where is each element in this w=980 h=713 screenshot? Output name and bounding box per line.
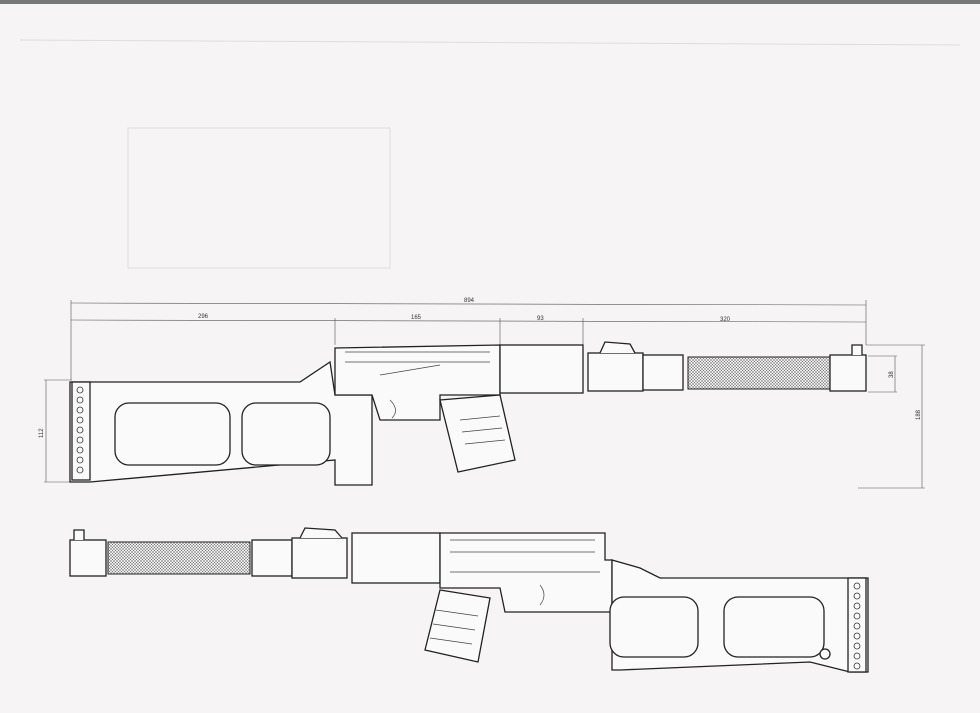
rifle-left-side-view (69, 341, 867, 486)
scan-top-edge (0, 0, 980, 4)
suppressor-collar (251, 539, 293, 577)
rear-sight-mount (299, 527, 343, 539)
dim-overall-height: 188 (916, 409, 922, 420)
buttplate (847, 577, 867, 673)
dimension-lines (44, 300, 925, 489)
dim-receiver-length: 165 (411, 315, 422, 321)
trigger (539, 584, 545, 606)
suppressor-front (829, 354, 867, 392)
stock-cutout-rear (114, 402, 231, 466)
trigger (389, 399, 396, 419)
front-sight (851, 344, 863, 355)
suppressor-rear (587, 352, 644, 392)
buttplate (71, 381, 91, 481)
dim-handguard-length: 93 (537, 316, 544, 322)
suppressor-collar (642, 354, 684, 391)
sling-swivel (819, 648, 831, 660)
faint-pencil-sketch (19, 39, 961, 269)
magazine (439, 394, 516, 473)
rifle-right-side-view (69, 527, 869, 673)
buttplate-holes (76, 386, 84, 474)
suppressor-knurled-section (687, 356, 831, 390)
stock-cutout-front (241, 402, 331, 466)
front-sight (73, 529, 85, 540)
dim-stock-length: 296 (198, 314, 209, 320)
suppressor-knurled-section (107, 541, 251, 575)
rear-sight-mount (599, 341, 636, 354)
dim-stock-height: 112 (39, 428, 45, 438)
handguard (499, 344, 584, 394)
suppressor-front (69, 539, 107, 577)
stock-cutout-rear (723, 596, 825, 658)
dim-suppressor-diameter: 38 (889, 371, 895, 378)
suppressor-rear (291, 537, 348, 579)
handguard (351, 532, 441, 584)
stock-cutout-front (609, 596, 699, 658)
dim-overall-length: 894 (464, 298, 475, 304)
magazine (424, 589, 491, 663)
dim-suppressor-length: 320 (720, 317, 731, 323)
buttplate-holes (853, 582, 861, 670)
